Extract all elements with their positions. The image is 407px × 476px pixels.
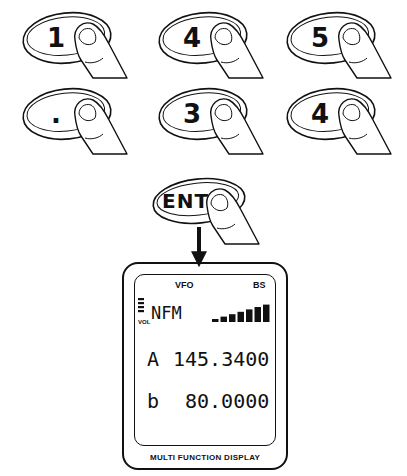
keypad-button: 3 (158, 88, 248, 140)
keypad-button: 4 (286, 88, 376, 140)
enter-label: ENT (162, 191, 209, 211)
volume-tick (138, 298, 144, 300)
key-label: . (51, 101, 61, 127)
volume-tick (138, 306, 144, 308)
lcd-readout: b (147, 391, 159, 411)
signal-bar (212, 319, 219, 322)
signal-bar (221, 317, 228, 322)
pressing-finger (201, 184, 261, 244)
keypad-button: 4 (158, 12, 248, 64)
display-caption: MULTI FUNCTION DISPLAY (150, 454, 260, 462)
lcd-readout: BS (253, 281, 266, 290)
keypad-button: 1 (22, 12, 112, 64)
lcd-screen: VFO BS VOLNFM A 145.3400 b 80.0000 (134, 274, 276, 446)
lcd-readout: VFO (175, 281, 194, 290)
key-label: 5 (311, 25, 329, 51)
volume-tick (138, 302, 144, 304)
display-housing: MULTI FUNCTION DISPLAY VFO BS VOLNFM A 145.34… (122, 262, 288, 470)
flow-arrow (197, 227, 201, 260)
lcd-readout: A (147, 349, 159, 369)
key-label: 1 (47, 25, 65, 51)
pressing-finger (333, 18, 393, 78)
lcd-readout: NFM (151, 305, 182, 322)
pressing-finger (205, 18, 265, 78)
pressing-finger (333, 94, 393, 154)
pressing-finger (69, 18, 129, 78)
keypad-button: . (22, 88, 112, 140)
signal-bar (255, 307, 262, 322)
lcd-readout: 80.0000 (185, 391, 269, 411)
key-label: 4 (311, 101, 329, 127)
pressing-finger (69, 94, 129, 154)
signal-bar (229, 314, 236, 322)
key-label: 3 (183, 101, 201, 127)
key-label: 4 (183, 25, 201, 51)
signal-bar (263, 305, 270, 322)
signal-bar (246, 309, 253, 322)
lcd-readout: VOL (138, 319, 150, 325)
lcd-readout: 145.3400 (173, 349, 269, 369)
keypad-button: 5 (286, 12, 376, 64)
enter-button: ENT (152, 178, 246, 224)
pressing-finger (205, 94, 265, 154)
volume-tick (138, 310, 144, 312)
signal-bar (238, 312, 245, 322)
